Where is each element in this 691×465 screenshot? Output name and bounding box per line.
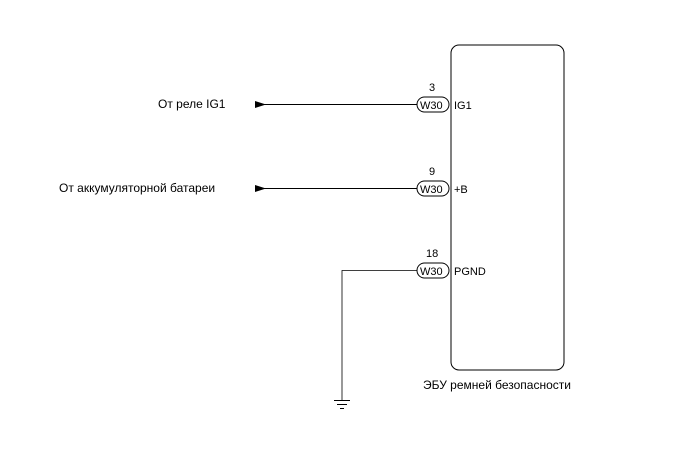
connector-label: W30 bbox=[420, 266, 443, 278]
pin-number: 3 bbox=[429, 82, 435, 94]
connector-label: W30 bbox=[420, 100, 443, 112]
pin-number: 9 bbox=[429, 166, 435, 178]
connector-w30 bbox=[416, 96, 450, 113]
ecu-box bbox=[450, 44, 565, 371]
pin-number: 18 bbox=[426, 248, 438, 260]
ground-icon bbox=[334, 400, 350, 409]
source-label-battery: От аккумуляторной батареи bbox=[59, 181, 215, 195]
pin-signal: PGND bbox=[454, 266, 486, 278]
ecu-label: ЭБУ ремней безопасности bbox=[423, 378, 571, 392]
source-label-relay-ig1: От реле IG1 bbox=[158, 97, 226, 111]
connector-label: W30 bbox=[420, 184, 443, 196]
wire-pgnd bbox=[341, 270, 417, 400]
connector-w30 bbox=[416, 180, 450, 197]
pin-signal: +B bbox=[454, 184, 468, 196]
pin-signal: IG1 bbox=[454, 100, 472, 112]
